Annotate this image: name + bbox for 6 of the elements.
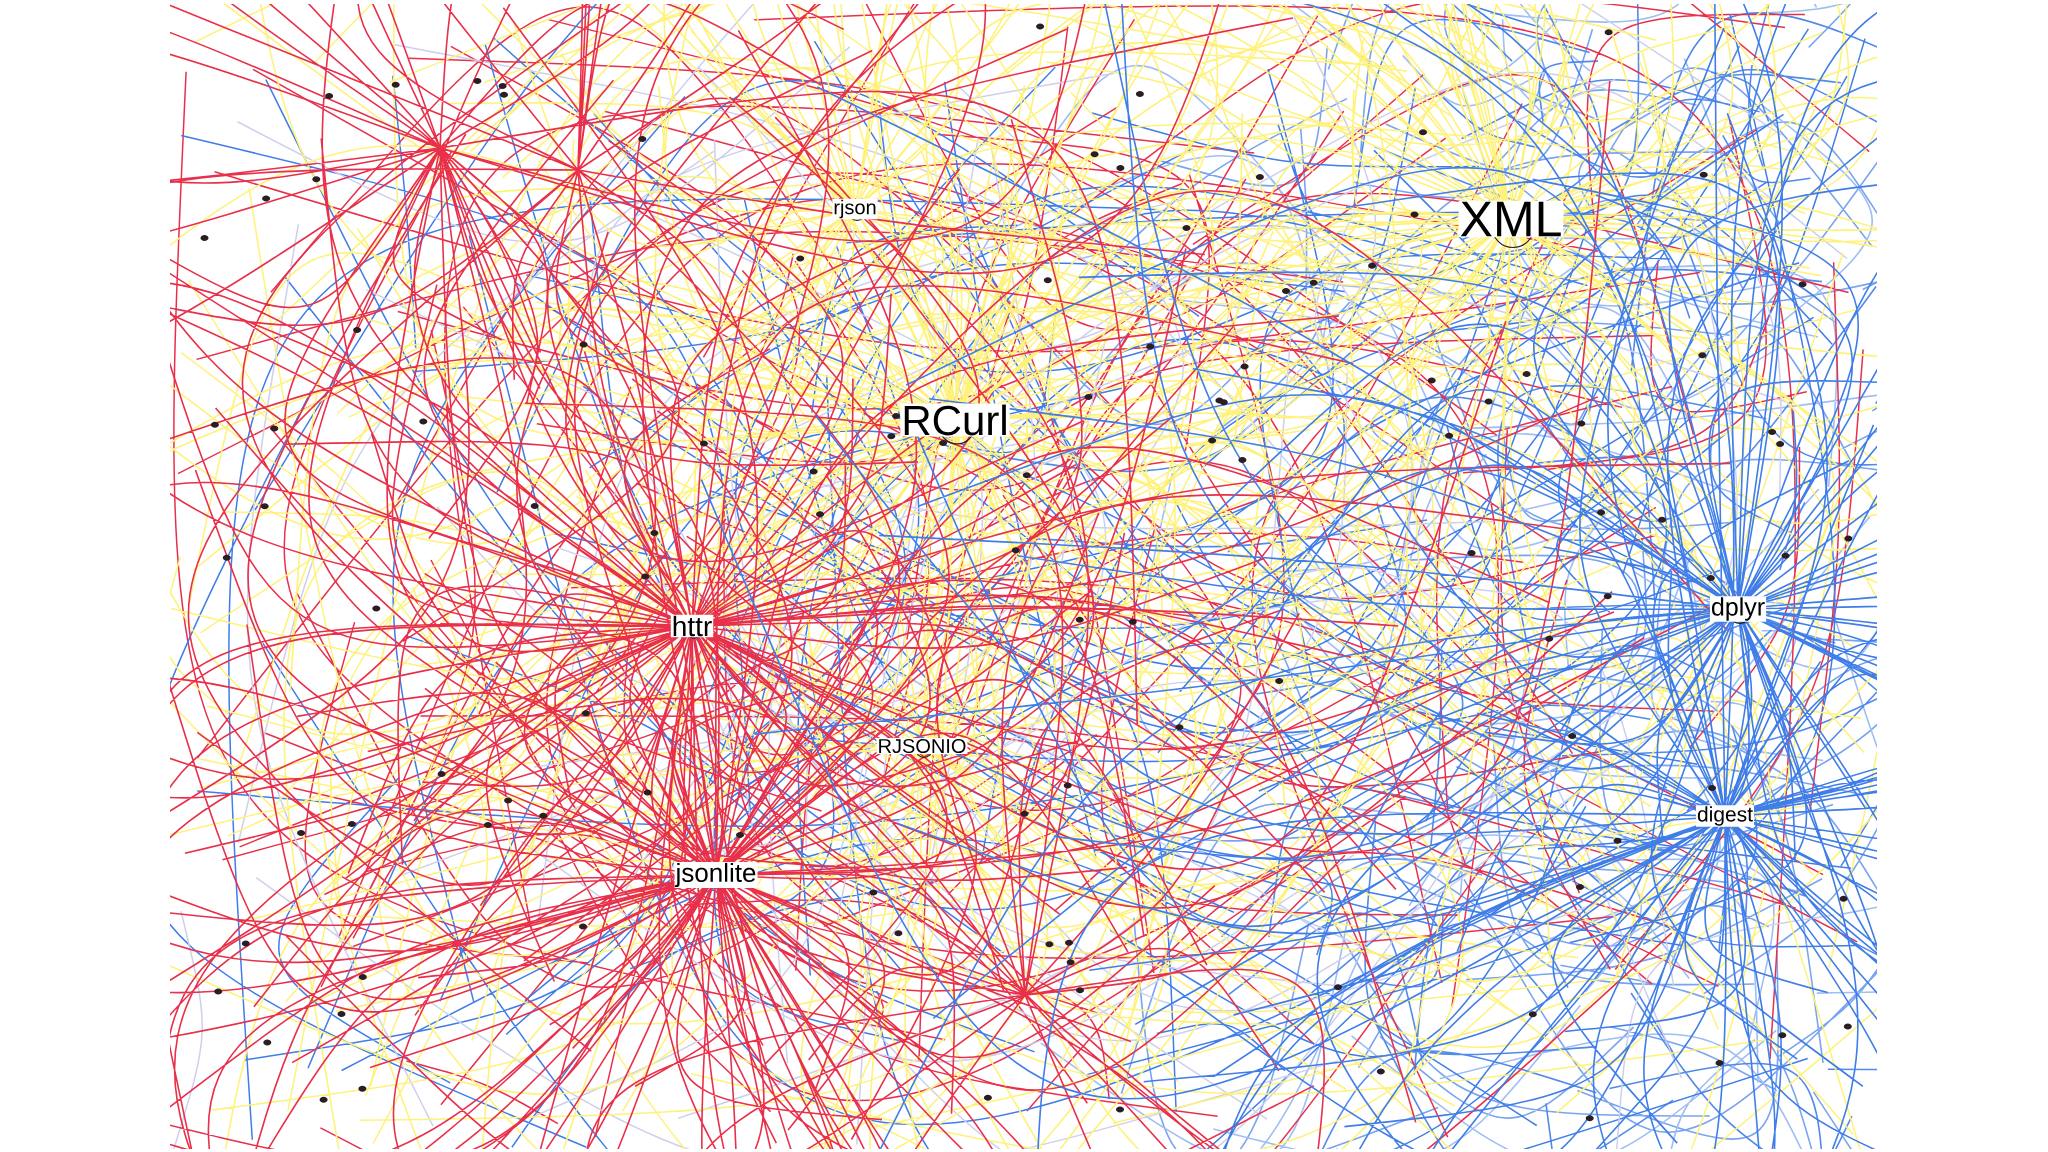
package-label: jsonlite (674, 861, 758, 889)
package-label: dplyr (1709, 596, 1767, 622)
package-label: XML (1458, 200, 1564, 238)
package-label: digest (1696, 805, 1755, 827)
package-label: rjson (832, 198, 878, 220)
package-label: RCurl (900, 403, 1010, 437)
